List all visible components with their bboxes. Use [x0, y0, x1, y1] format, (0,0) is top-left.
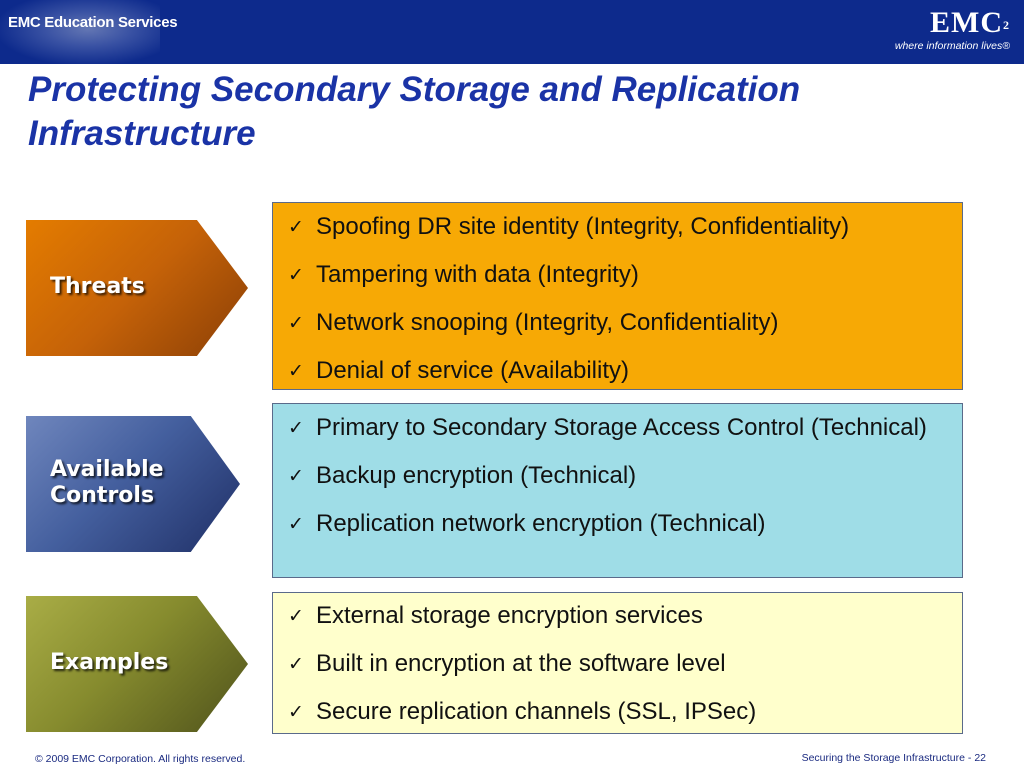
emc-logo-superscript: 2: [1003, 18, 1010, 32]
list-item: ✓ Spoofing DR site identity (Integrity, C…: [273, 210, 962, 244]
threat-text: Denial of service (Availability): [316, 357, 630, 384]
checkmark-icon: ✓: [288, 513, 304, 535]
list-item: ✓ External storage encryption services: [273, 599, 962, 633]
slide-title: Protecting Secondary Storage and Replica…: [28, 70, 801, 153]
list-item: ✓ Built in encryption at the software lev…: [273, 647, 962, 681]
controls-chevron: Available Controls: [26, 416, 240, 552]
examples-chevron: Examples: [26, 596, 248, 732]
example-text: External storage encryption services: [316, 602, 703, 629]
list-item: ✓ Tampering with data (Integrity): [273, 258, 962, 292]
control-text: Replication network encryption (Technica…: [316, 510, 766, 537]
examples-box: ✓ External storage encryption services ✓ B…: [272, 592, 963, 734]
checkmark-icon: ✓: [288, 312, 304, 334]
controls-label-line2: Controls: [50, 483, 155, 508]
controls-label: Available Controls: [50, 457, 164, 509]
example-text: Secure replication channels (SSL, IPSec): [316, 698, 757, 725]
list-item: ✓ Replication network encryption (Technic…: [273, 507, 962, 541]
header-brand: EMC Education Services: [8, 14, 178, 31]
emc-logo: EMC2 where information lives®: [880, 8, 1010, 58]
threat-text: Network snooping (Integrity, Confidentia…: [316, 309, 779, 336]
control-text: Primary to Secondary Storage Access Cont…: [316, 414, 927, 441]
header-bar: EMC Education Services EMC2 where inform…: [0, 0, 1024, 64]
checkmark-icon: ✓: [288, 653, 304, 675]
examples-label: Examples: [50, 650, 169, 675]
emc-logo-text: EMC: [930, 6, 1003, 39]
list-item: ✓ Primary to Secondary Storage Access Con…: [273, 411, 962, 445]
checkmark-icon: ✓: [288, 605, 304, 627]
controls-box: ✓ Primary to Secondary Storage Access Con…: [272, 403, 963, 578]
controls-label-line1: Available: [50, 457, 164, 482]
footer-course: Securing the Storage Infrastructure - 22: [801, 752, 986, 764]
checkmark-icon: ✓: [288, 417, 304, 439]
control-text: Backup encryption (Technical): [316, 462, 637, 489]
footer-copyright: © 2009 EMC Corporation. All rights reser…: [35, 753, 246, 765]
emc-tagline: where information lives®: [894, 40, 1010, 52]
list-item: ✓ Backup encryption (Technical): [273, 459, 962, 493]
checkmark-icon: ✓: [288, 465, 304, 487]
list-item: ✓ Network snooping (Integrity, Confidenti…: [273, 306, 962, 340]
example-text: Built in encryption at the software leve…: [316, 650, 726, 677]
checkmark-icon: ✓: [288, 360, 304, 382]
checkmark-icon: ✓: [288, 264, 304, 286]
list-item: ✓ Denial of service (Availability): [273, 354, 962, 388]
threats-chevron: Threats: [26, 220, 248, 356]
list-item: ✓ Secure replication channels (SSL, IPSec…: [273, 695, 962, 729]
threats-box: ✓ Spoofing DR site identity (Integrity, C…: [272, 202, 963, 390]
threat-text: Tampering with data (Integrity): [316, 261, 639, 288]
globe-icon: [0, 0, 160, 64]
checkmark-icon: ✓: [288, 216, 304, 238]
threat-text: Spoofing DR site identity (Integrity, Co…: [316, 213, 850, 240]
threats-label: Threats: [50, 274, 145, 299]
checkmark-icon: ✓: [288, 701, 304, 723]
